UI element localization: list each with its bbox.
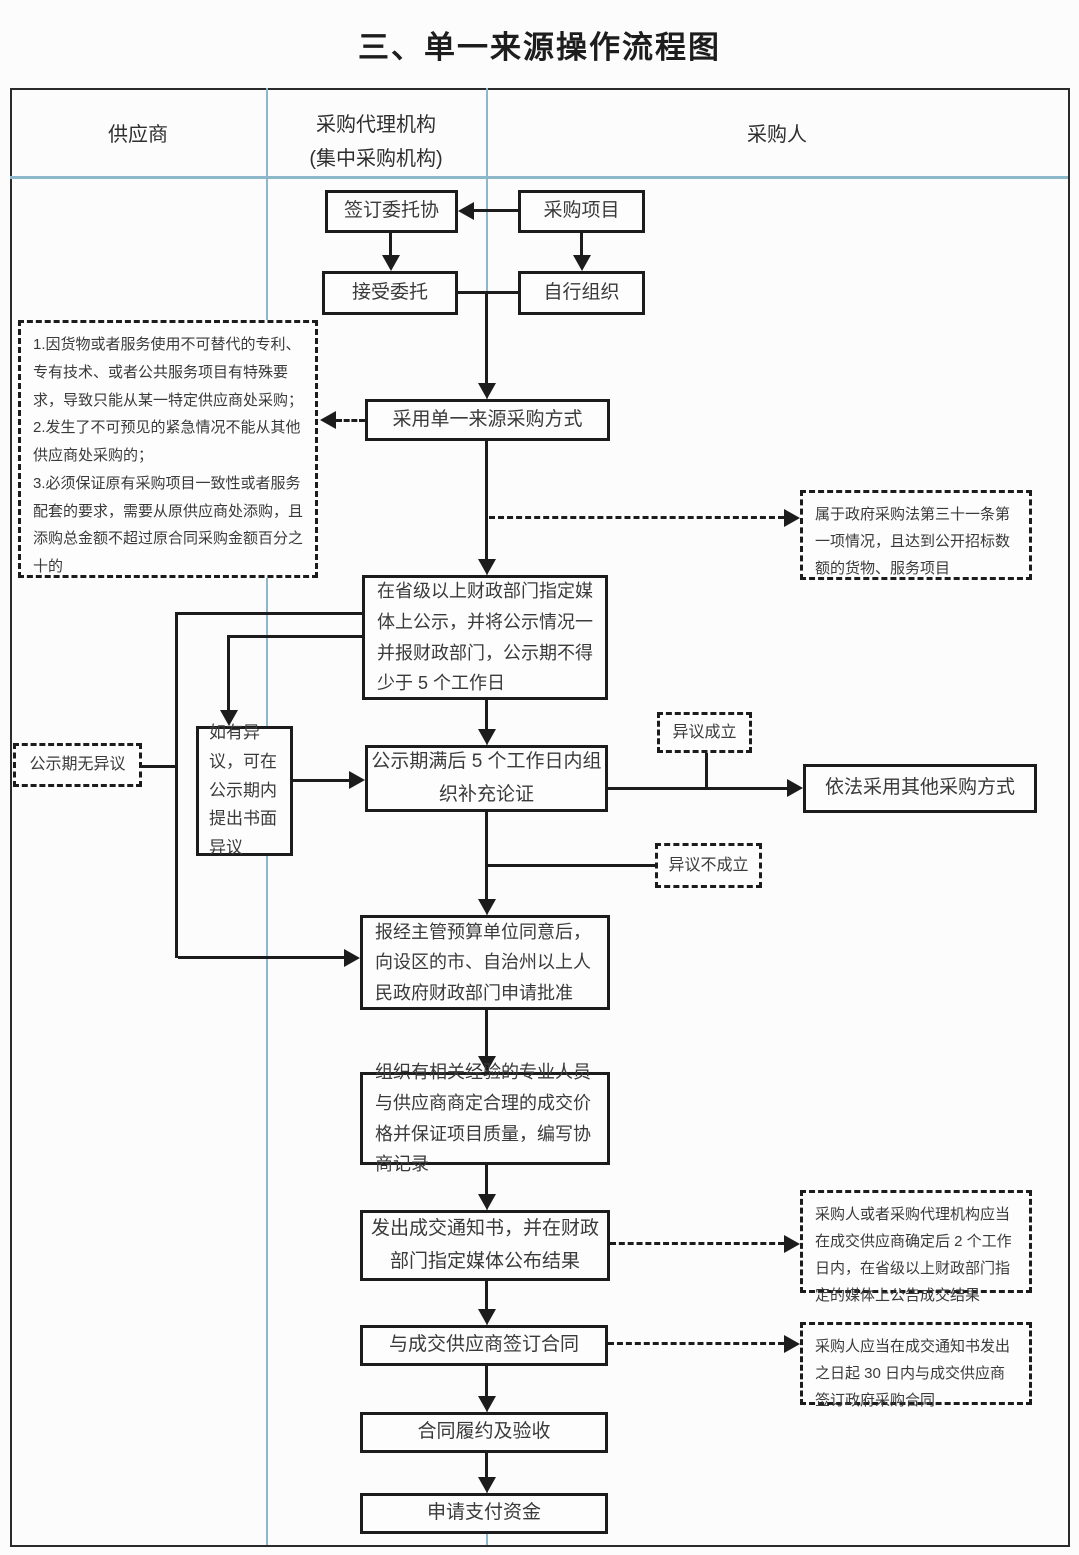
line-project-to-sign [474, 209, 518, 212]
arrowhead-contract-to-deadline [784, 1335, 800, 1353]
node-accept-commission: 接受委托 [322, 271, 458, 315]
line-sign-to-accept [389, 233, 392, 255]
lane-label-agency: 采购代理机构 (集中采购机构) [266, 108, 486, 176]
arrowhead-supplement-to-other [787, 779, 803, 797]
arrowhead-publicity-to-objection [220, 710, 238, 726]
note-reasons-item2: 2.发生了不可预见的紧急情况不能从其他供应商处采购的； [33, 419, 301, 464]
arrowhead-supplement-to-approval [478, 899, 496, 915]
note-announce-result: 采购人或者采购代理机构应当在成交供应商确定后 2 个工作日内，在省级以上财政部门… [800, 1190, 1032, 1304]
line-contract-to-perform [485, 1366, 488, 1396]
note-reasons-item1: 1.因货物或者服务使用不可替代的专利、专有技术、或者公共服务项目有特殊要求，导致… [33, 336, 304, 409]
node-sign-contract: 与成交供应商签订合同 [360, 1325, 608, 1366]
line-publicity-to-objection-v [227, 635, 230, 710]
arrowhead-bypass-to-approval [344, 949, 360, 967]
node-approval: 报经主管预算单位同意后，向设区的市、自治州以上人民政府财政部门申请批准 [360, 915, 610, 1010]
arrowhead-to-law-scope [784, 509, 800, 527]
note-objection-rejected: 异议不成立 [655, 843, 762, 888]
node-self-organize: 自行组织 [518, 271, 645, 315]
line-objection-to-supplement [293, 779, 349, 782]
node-objection: 如有异议，可在公示期内提出书面异议 [196, 723, 293, 857]
dashed-line-notice-to-announce [610, 1242, 784, 1245]
node-notice: 发出成交通知书，并在财政部门指定媒体公布结果 [360, 1210, 610, 1281]
line-supplement-to-approval [485, 812, 488, 899]
dashed-line-contract-to-deadline [608, 1342, 784, 1345]
line-project-to-self [580, 233, 583, 255]
dashed-line-to-law-scope [489, 516, 784, 519]
arrowhead-notice-to-announce [784, 1235, 800, 1253]
arrowhead-project-to-sign [458, 202, 474, 220]
line-publicity-to-supplement [485, 700, 488, 729]
line-sustained-note-join [705, 753, 708, 790]
lane-label-agency-line1: 采购代理机构 [316, 114, 436, 136]
note-law-scope: 属于政府采购法第三十一条第一项情况，且达到公开招标数额的货物、服务项目 [800, 490, 1032, 580]
arrowhead-notice-to-contract [478, 1309, 496, 1325]
note-reasons-item3: 3.必须保证原有采购项目一致性或者服务配套的要求，需要从原供应商处添购，且添购总… [33, 474, 304, 575]
arrowhead-adopt-to-reasons [320, 411, 336, 429]
line-adopt-to-publicity [485, 441, 488, 559]
node-adopt-method: 采用单一来源采购方式 [365, 399, 610, 441]
note-contract-deadline: 采购人应当在成交通知书发出之日起 30 日内与成交供应商签订政府采购合同 [800, 1322, 1032, 1409]
arrowhead-adopt-to-publicity [478, 559, 496, 575]
arrowhead-approval-to-negotiate [478, 1056, 496, 1072]
arrowhead-publicity-to-supplement [478, 729, 496, 745]
line-publicity-to-objection-h [227, 635, 362, 638]
diagram-frame [10, 88, 1070, 1547]
line-join-to-adopt [485, 293, 488, 383]
arrowhead-negotiate-to-notice [478, 1194, 496, 1210]
page-title: 三、单一来源操作流程图 [358, 30, 721, 65]
line-rejected-note-join [487, 864, 655, 867]
arrowhead-sign-to-accept [382, 255, 400, 271]
lane-label-supplier: 供应商 [108, 124, 168, 146]
node-publicity: 在省级以上财政部门指定媒体上公示，并将公示情况一并报财政部门，公示期不得少于 5… [362, 575, 608, 700]
note-objection-sustained: 异议成立 [657, 712, 752, 753]
line-perform-to-payment [485, 1453, 488, 1477]
note-reasons: 1.因货物或者服务使用不可替代的专利、专有技术、或者公共服务项目有特殊要求，导致… [18, 320, 318, 578]
node-negotiate: 组织有相关经验的专业人员与供应商商定合理的成交价格并保证项目质量，编写协商记录 [360, 1062, 610, 1174]
arrowhead-join-to-adopt [478, 383, 496, 399]
line-notice-to-contract [485, 1281, 488, 1309]
line-bypass-to-approval [178, 956, 344, 959]
line-publicity-left-out [175, 612, 362, 615]
node-sign-agreement: 签订委托协 [325, 190, 458, 233]
lane-label-agency-line2: (集中采购机构) [309, 148, 443, 170]
line-accept-self-join [458, 291, 518, 294]
note-no-objection: 公示期无异议 [13, 743, 142, 787]
line-approval-to-negotiate [485, 1010, 488, 1056]
node-perform-check: 合同履约及验收 [360, 1412, 608, 1453]
node-procurement-project: 采购项目 [518, 190, 645, 233]
arrowhead-project-to-self [573, 255, 591, 271]
line-negotiate-to-notice [485, 1165, 488, 1194]
node-payment: 申请支付资金 [360, 1493, 608, 1534]
arrowhead-objection-to-supplement [349, 771, 365, 789]
dashed-line-adopt-to-reasons [336, 419, 365, 422]
line-no-objection-join [142, 765, 175, 768]
node-other-method: 依法采用其他采购方式 [803, 764, 1037, 813]
node-supplement: 公示期满后 5 个工作日内组织补充论证 [365, 745, 608, 812]
lane-header-divider [10, 176, 1068, 179]
arrowhead-contract-to-perform [478, 1396, 496, 1412]
line-left-bypass-down [175, 612, 178, 958]
line-supplement-to-other [608, 787, 787, 790]
arrowhead-perform-to-payment [478, 1477, 496, 1493]
lane-label-purchaser: 采购人 [747, 124, 807, 146]
